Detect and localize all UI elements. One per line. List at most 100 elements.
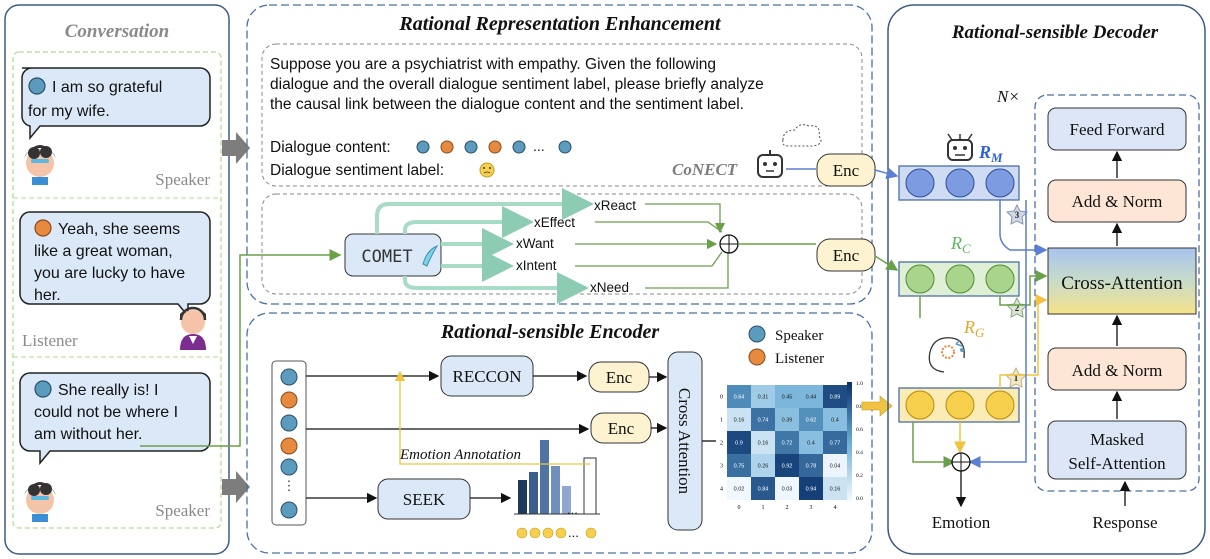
heatmap-col-tick: 0 (738, 505, 741, 511)
legend-speaker-dot (748, 325, 766, 343)
heatmap-cell (751, 408, 775, 431)
emotion-label: Emotion (932, 513, 991, 532)
speaker-avatar-icon (24, 482, 56, 522)
svg-text:3: 3 (1015, 210, 1020, 220)
legend-listener-label: Listener (775, 351, 824, 367)
response-label: Response (1092, 513, 1157, 532)
dialogue-ellipsis: ... (533, 138, 545, 154)
utterance-to-comet-arrow (140, 249, 342, 447)
colorbar-tick: 0.2 (856, 473, 863, 479)
sentiment-emoji-icon (479, 162, 495, 178)
heatmap-colorbar (847, 382, 852, 502)
speaker-avatar-icon (24, 145, 56, 185)
speaker-label: Speaker (155, 170, 210, 189)
self-attention-label: Self-Attention (1068, 454, 1166, 473)
heatmap-cell (775, 385, 799, 408)
sum-node (719, 234, 739, 254)
message-line: Yeah, she seems (58, 221, 180, 238)
colorbar-tick: 0.8 (856, 404, 863, 410)
enc-label: Enc (606, 368, 633, 387)
relation-label: xNeed (590, 280, 629, 295)
prompt-line: Suppose you are a psychiatrist with empa… (270, 56, 716, 73)
heatmap-row-tick: 2 (720, 441, 723, 447)
step-badge: 1 (1004, 366, 1028, 388)
encoder-panel: Rational-sensible Encoder Speaker Listen… (246, 312, 873, 554)
emotion-bar-chart-icon (514, 440, 600, 539)
heatmap-cell-label: 0.74 (758, 418, 769, 424)
add-norm-bottom-label: Add & Norm (1072, 361, 1163, 380)
robot-icon (757, 124, 822, 178)
dialogue-content-dots (416, 140, 572, 154)
speaker-bubble-1: I am so grateful for my wife. (21, 67, 211, 141)
heatmap-cell (751, 385, 775, 408)
r-c-vector (898, 261, 1020, 297)
sentiment-label: Dialogue sentiment label: (270, 162, 444, 179)
relation-arrows (375, 188, 594, 304)
emotion-annotation-label: Emotion Annotation (399, 447, 521, 463)
heatmap-cell (775, 431, 799, 454)
legend-speaker-label: Speaker (775, 328, 823, 344)
utterance-column: ⋮ (271, 360, 307, 526)
message-line: I am so grateful (52, 79, 162, 96)
r-g-label: RG (963, 317, 985, 340)
prompt-line: the causal link between the dialogue con… (270, 96, 744, 113)
enhancement-panel: Rational Representation Enhancement Supp… (246, 4, 876, 305)
listener-dot-icon (34, 219, 52, 237)
enc-label: Enc (833, 246, 860, 265)
enc-label: Enc (833, 161, 860, 180)
prompt-line: dialogue and the overall dialogue sentim… (270, 76, 764, 93)
heatmap-cell (727, 408, 751, 431)
listener-label: Listener (22, 331, 78, 350)
message-line: her. (34, 287, 61, 304)
heatmap-cell-label: 0.45 (782, 395, 793, 401)
heatmap-cell (823, 385, 847, 408)
heatmap-cell (751, 431, 775, 454)
heatmap-col-tick: 1 (762, 505, 765, 511)
heatmap-col-tick: 2 (786, 505, 789, 511)
r-c-label: RC (950, 233, 971, 256)
heatmap-cell-label: 0.16 (734, 418, 745, 424)
colorbar-tick: 0.6 (856, 427, 863, 433)
heatmap-row-tick: 4 (720, 487, 723, 493)
add-norm-top-label: Add & Norm (1072, 192, 1163, 211)
conversation-to-encoder-arrow (222, 471, 250, 503)
heatmap-cell-label: 0.4 (807, 441, 815, 447)
svg-text:2: 2 (1015, 303, 1020, 313)
heatmap-cell (727, 385, 751, 408)
legend-listener-dot (748, 348, 766, 366)
heatmap-cell (727, 431, 751, 454)
heatmap-cell-label: 0.04 (830, 464, 841, 470)
r-g-vector (898, 387, 1020, 423)
comet-block: COMET (344, 233, 442, 277)
message-line: could not be where I (34, 404, 178, 421)
decoder-title: Rational-sensible Decoder (951, 22, 1159, 43)
heatmap-cell-label: 0.64 (734, 395, 745, 401)
conversation-title: Conversation (65, 21, 170, 42)
heatmap-row-tick: 1 (720, 418, 723, 424)
heatmap-cell (823, 454, 847, 477)
heatmap-cell (799, 431, 823, 454)
colorbar-ticks: 1.00.80.60.40.20.0 (856, 381, 863, 502)
robot-icon (947, 133, 973, 161)
heatmap-cell-label: 0.62 (806, 418, 817, 424)
relation-label: xIntent (516, 258, 557, 273)
heatmap-cell-label: 0.31 (758, 395, 769, 401)
reccon-label: RECCON (453, 367, 522, 386)
heatmap-cell (823, 477, 847, 500)
heatmap-cell (775, 454, 799, 477)
enc-label: Enc (608, 419, 635, 438)
n-times-label: N× (996, 87, 1020, 106)
dialogue-content-label: Dialogue content: (270, 139, 391, 156)
svg-text:⋮: ⋮ (283, 478, 296, 493)
conversation-panel: Conversation I am so grateful for my wif… (4, 4, 230, 555)
colorbar-tick: 0.0 (856, 496, 863, 502)
seek-block (377, 478, 471, 520)
heatmap-cell-label: 0.39 (782, 418, 793, 424)
heatmap-cell (799, 385, 823, 408)
heatmap-cell (727, 477, 751, 500)
relation-label: xEffect (534, 215, 575, 230)
message-line: for my wife. (28, 103, 110, 120)
relation-label: xReact (594, 198, 636, 213)
heatmap-cell-label: 0.16 (830, 487, 841, 493)
heatmap-col-tick: 4 (834, 505, 837, 511)
